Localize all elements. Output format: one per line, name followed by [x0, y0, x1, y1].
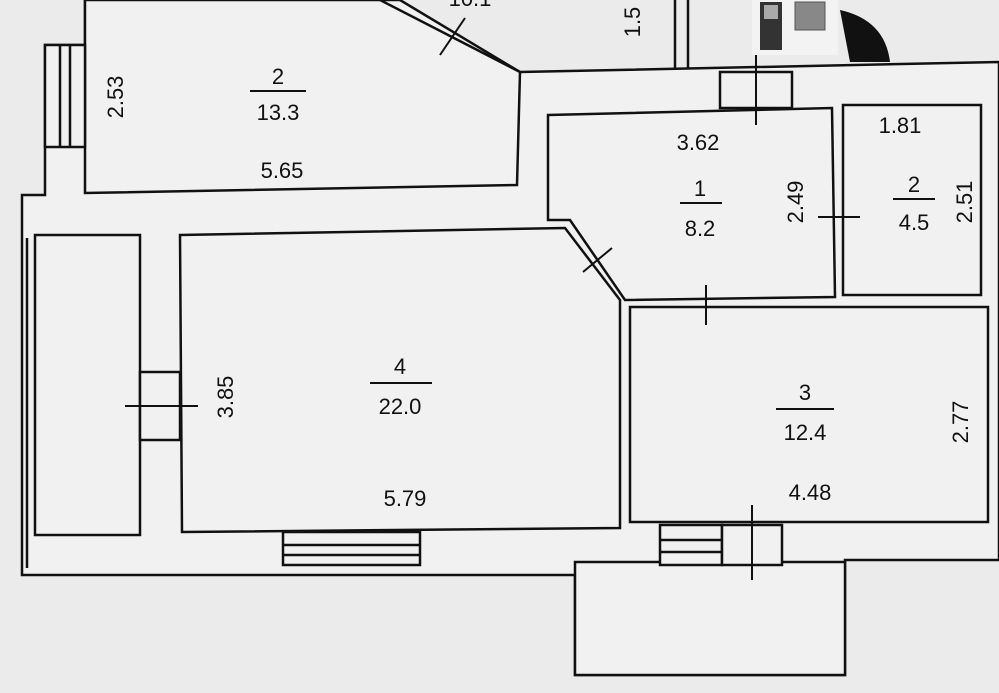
door-marks — [125, 17, 860, 580]
room-area: 13.3 — [257, 100, 300, 125]
room-width: 3.62 — [677, 130, 720, 155]
top-partial-label: 10.1 — [449, 0, 492, 11]
room-area: 22.0 — [379, 394, 422, 419]
room-depth: 3.85 — [213, 376, 238, 419]
room-depth: 2.51 — [952, 181, 977, 224]
room-area: 4.5 — [899, 210, 930, 235]
room-area: 8.2 — [685, 216, 716, 241]
room-depth: 2.53 — [103, 76, 128, 119]
door-icon — [752, 0, 890, 62]
room-number: 4 — [394, 354, 406, 379]
room-number: 2 — [272, 64, 284, 89]
room-number: 3 — [799, 380, 811, 405]
walls — [20, 0, 999, 677]
top-partial-dim: 1.5 — [620, 7, 645, 38]
room-number: 2 — [908, 172, 920, 197]
room-width: 5.65 — [261, 158, 304, 183]
room-depth: 2.77 — [948, 401, 973, 444]
room-width: 5.79 — [384, 486, 427, 511]
labels: 10.1 1.5 2 13.3 5.65 2.53 3.62 1 8.2 2.4… — [103, 0, 977, 511]
room-number: 1 — [694, 176, 706, 201]
room-width: 1.81 — [879, 113, 922, 138]
room-width: 4.48 — [789, 480, 832, 505]
room-depth: 2.49 — [783, 181, 808, 224]
room-area: 12.4 — [784, 420, 827, 445]
